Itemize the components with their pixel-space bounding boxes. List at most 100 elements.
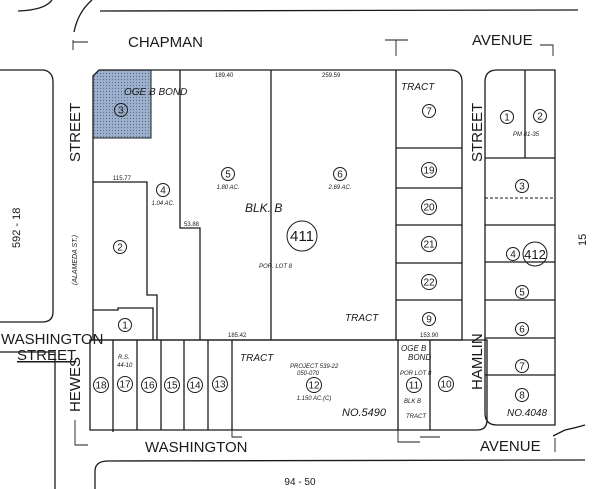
parcel-number: 9	[426, 315, 432, 326]
parcel-labels: 341.04 AC.51.80 AC.62.69 AC.217192021229…	[93, 103, 547, 403]
parcel-area: 1.150 AC.(C)	[297, 396, 332, 402]
blk-b-lower: BLK B	[404, 399, 421, 405]
dimension: 115.77	[113, 176, 132, 182]
parcel-number: 20	[423, 203, 435, 214]
parcel-circle	[113, 240, 127, 254]
hamlin-label: HAMLIN	[469, 333, 486, 390]
parcel-circle	[164, 377, 180, 393]
parcel-411-18[interactable]: 18	[93, 377, 109, 393]
parcel-411-7[interactable]: 7	[422, 104, 436, 118]
parcel-number: 4	[160, 186, 166, 197]
parcel-circle	[93, 377, 109, 393]
parcel-411-4[interactable]: 41.04 AC.	[151, 183, 175, 208]
parcel-number: 14	[189, 381, 201, 392]
parcel-411-19[interactable]: 19	[421, 162, 437, 178]
parcel-411-21[interactable]: 21	[421, 236, 437, 252]
parcel-number: 2	[537, 112, 543, 123]
parcel-circle	[515, 359, 529, 373]
parcel-circle	[221, 167, 235, 181]
parcel-411-17[interactable]: 17	[117, 376, 133, 392]
parcel-number: 12	[308, 381, 320, 392]
parcel-number: 6	[519, 325, 525, 336]
parcel-412-6[interactable]: 6	[515, 322, 529, 336]
parcel-circle	[156, 183, 170, 197]
block-number-412[interactable]: 412	[522, 241, 548, 267]
parcel-412-4[interactable]: 4	[506, 247, 520, 261]
alameda-label: (ALAMEDA ST.)	[72, 235, 79, 285]
parcel-circle	[438, 376, 454, 392]
parcel-circle	[421, 162, 437, 178]
parcel-411-16[interactable]: 16	[141, 377, 157, 393]
parcel-411-5[interactable]: 51.80 AC.	[216, 167, 240, 192]
dimension: 153.90	[420, 333, 439, 339]
street-left-label: STREET	[67, 103, 84, 162]
tract-no-5490: NO.5490	[342, 407, 387, 419]
parcel-circle	[187, 377, 203, 393]
parcel-number: 1	[504, 113, 510, 124]
pm-label: PM 81-35	[513, 132, 540, 138]
street-right-label: STREET	[469, 103, 486, 162]
parcel-411-1[interactable]: 1	[118, 318, 132, 332]
parcel-area: 2.69 AC.	[327, 185, 351, 191]
parcel-number: 5	[225, 170, 231, 181]
hewes-label: HEWES	[67, 357, 84, 412]
parcel-circle	[422, 104, 436, 118]
page-ref-bottom: 94 - 50	[284, 477, 316, 488]
parcel-circle	[515, 285, 529, 299]
dimension: 53.88	[184, 222, 200, 228]
parcel-circle	[515, 388, 529, 402]
parcel-412-5[interactable]: 5	[515, 285, 529, 299]
parcel-411-22[interactable]: 22	[421, 274, 437, 290]
parcel-number: 1	[122, 321, 128, 332]
page-ref-right: 15	[577, 234, 589, 246]
parcel-411-10[interactable]: 10	[438, 376, 454, 392]
washington-bottom-label: WASHINGTON	[145, 439, 248, 456]
parcel-circle	[333, 167, 347, 181]
parcel-circle	[141, 377, 157, 393]
parcel-circle	[118, 318, 132, 332]
parcel-number: 7	[519, 362, 525, 373]
parcel-number: 21	[423, 240, 435, 251]
parcel-411-11[interactable]: 11	[406, 377, 422, 393]
parcel-411-15[interactable]: 15	[164, 377, 180, 393]
parcel-411-13[interactable]: 13	[212, 376, 228, 392]
parcel-412-2[interactable]: 2	[533, 109, 547, 123]
washington-street-label-2: STREET	[17, 347, 76, 364]
parcel-411-12[interactable]: 12 1.150 AC.(C)	[297, 377, 332, 403]
washington-street-label: WASHINGTON	[1, 331, 104, 348]
parcel-412-7[interactable]: 7	[515, 359, 529, 373]
parcel-411-3[interactable]: 3	[114, 103, 128, 117]
parcel-411-2[interactable]: 2	[113, 240, 127, 254]
parcel-411-14[interactable]: 14	[187, 377, 203, 393]
project-ref: 050-070	[297, 371, 320, 377]
parcel-circle	[421, 274, 437, 290]
oge-bond-label: OGE B BOND	[124, 87, 187, 98]
parcel-circle	[117, 376, 133, 392]
parcel-411-9[interactable]: 9	[422, 312, 436, 326]
page-ref-left: 592 - 18	[11, 208, 23, 248]
dimension: 189.40	[215, 73, 234, 79]
parcel-circle	[306, 377, 322, 393]
parcel-411-6[interactable]: 62.69 AC.	[327, 167, 352, 192]
block-412	[484, 69, 556, 426]
rs-label: R.S.	[118, 355, 130, 361]
parcel-412-1[interactable]: 1	[500, 110, 514, 124]
rs-ref: 44-10	[117, 363, 133, 369]
parcel-412-3[interactable]: 3	[515, 179, 529, 193]
svg-text:411: 411	[290, 228, 314, 245]
parcel-411-20[interactable]: 20	[421, 199, 437, 215]
por-lot-8-lower: POR LOT 8	[400, 371, 432, 377]
parcel-number: 3	[118, 106, 124, 117]
tract-small: TRACT	[406, 414, 427, 420]
parcel-number: 19	[423, 166, 435, 177]
parcel-circle	[515, 179, 529, 193]
parcel-412-8[interactable]: 8	[515, 388, 529, 402]
tract-no-4048: NO.4048	[507, 408, 547, 419]
tract-label-top: TRACT	[401, 82, 435, 93]
parcel-number: 11	[409, 381, 420, 392]
street-edges	[0, 0, 586, 489]
por-lot-8-label: POR. LOT 8	[259, 264, 293, 270]
block-number-411[interactable]: 411	[286, 220, 318, 252]
parcel-circle	[114, 103, 128, 117]
